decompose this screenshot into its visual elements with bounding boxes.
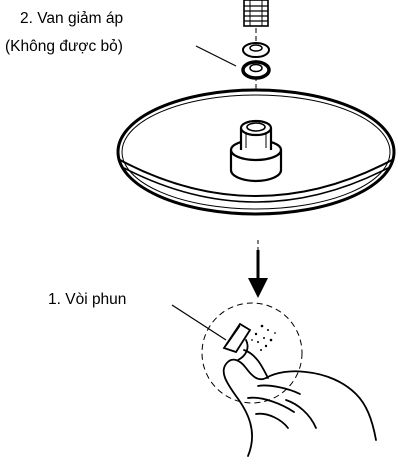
shower-connector xyxy=(229,119,283,183)
nozzle-leader-line xyxy=(171,304,227,341)
nozzle-callout: 1. Vòi phun xyxy=(48,291,127,308)
threaded-pipe xyxy=(243,0,269,27)
pressure-reducing-valve xyxy=(241,60,271,80)
nozzle xyxy=(222,322,252,354)
valve-leader-line xyxy=(195,45,237,67)
hand xyxy=(222,339,377,457)
valve-callout-note: (Không được bỏ) xyxy=(5,38,123,55)
valve-callout-title: 2. Van giảm áp xyxy=(20,10,124,27)
spray-dots xyxy=(251,324,276,351)
washer xyxy=(242,42,270,58)
down-arrow-icon xyxy=(248,250,268,298)
zoom-circle xyxy=(201,302,303,404)
